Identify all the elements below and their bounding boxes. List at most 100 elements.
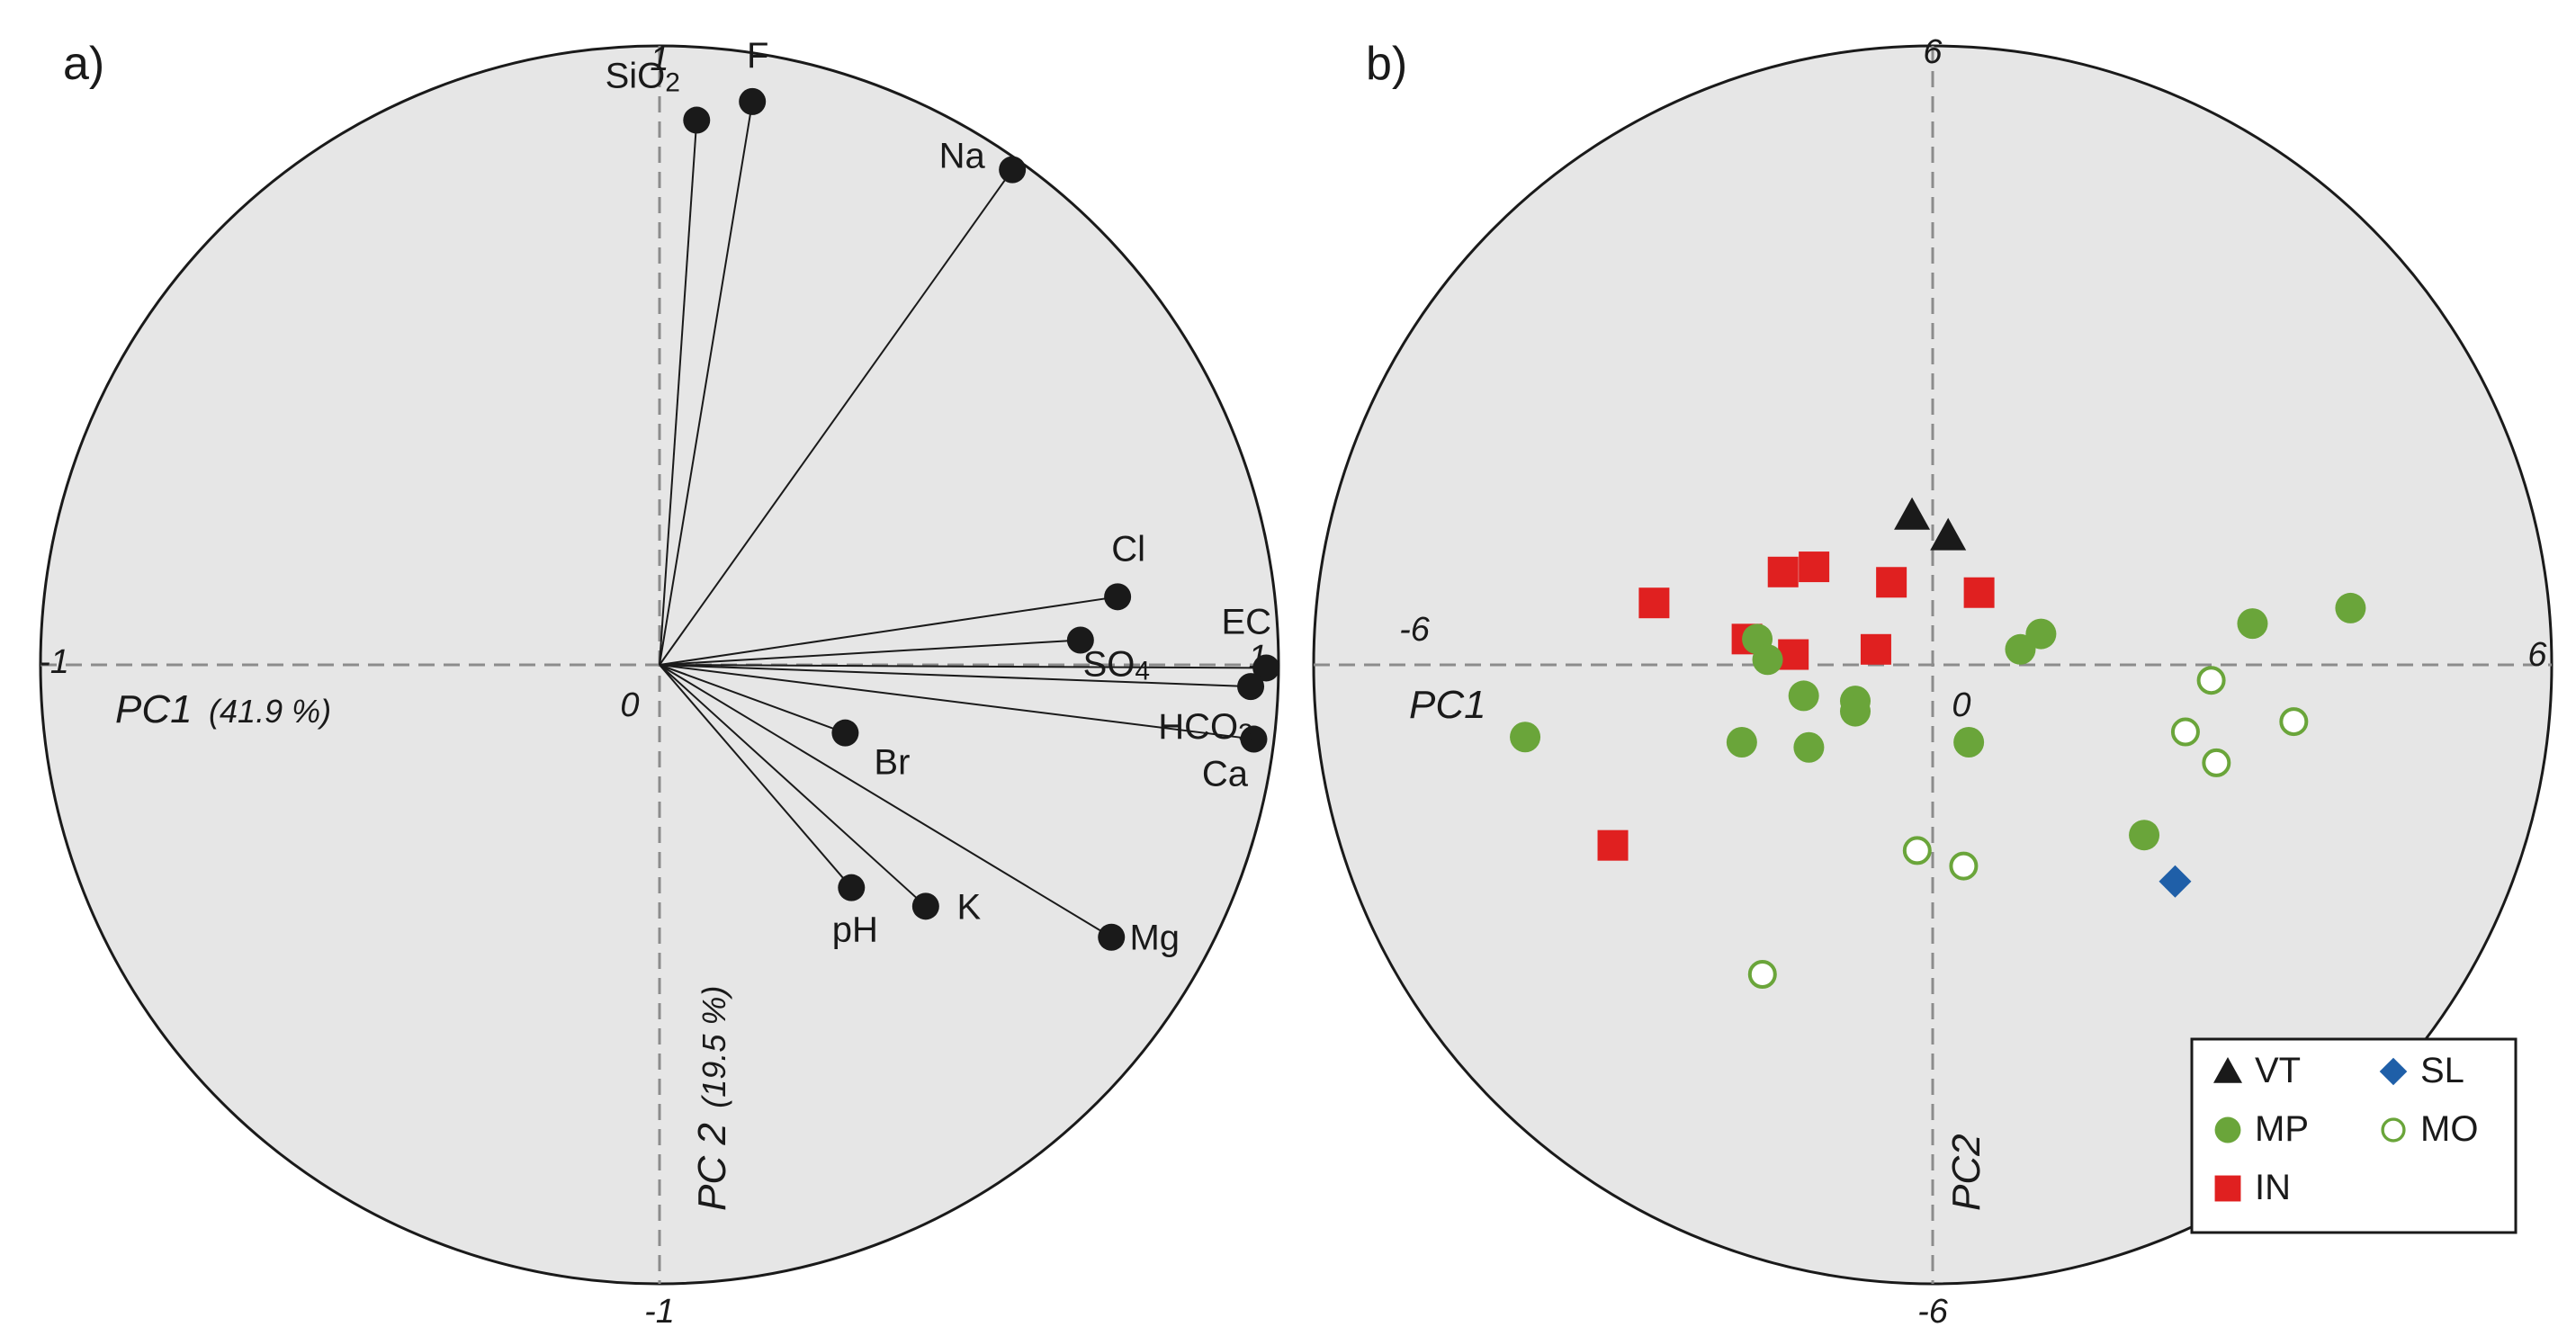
panel-a-letter: a) (63, 38, 104, 90)
panel-a-tick-top: 1 (650, 40, 669, 78)
point-in-2 (1799, 551, 1830, 583)
loading-label-sio2: SiO2 (606, 57, 680, 98)
loading-label-ph: pH (832, 910, 878, 950)
loading-label-so4: SO4 (1083, 644, 1150, 686)
loading-label-k: K (956, 887, 981, 927)
loading-vector-ec (659, 664, 1267, 669)
panel-a-pc2-variance: (19.5 %) (696, 986, 732, 1108)
legend-label-mo: MO (2420, 1109, 2478, 1149)
panel-b-tick-bottom: -6 (1917, 1293, 1949, 1327)
point-mo-7 (1747, 960, 1777, 989)
panel-a-loading-vectors (659, 101, 1267, 938)
legend-label-sl: SL (2420, 1051, 2464, 1090)
panel-a-loading-points (683, 87, 1280, 951)
point-mp-14 (2129, 820, 2160, 851)
loading-point-so4 (1066, 626, 1094, 654)
legend-marker-vt (2213, 1057, 2242, 1083)
loading-vector-hco3 (659, 664, 1252, 688)
panel-a-tick-bottom: -1 (644, 1293, 675, 1327)
point-mp-6 (1752, 644, 1783, 676)
point-mo-1 (2196, 666, 2226, 695)
point-in-8 (1860, 633, 1891, 665)
loading-vector-br (659, 664, 846, 734)
panel-b-tick-right: 6 (2527, 636, 2547, 674)
loading-point-f (739, 87, 767, 115)
series-sl (2159, 865, 2192, 898)
panel-a-pc1-variance: (41.9 %) (209, 693, 331, 730)
point-in-3 (1876, 567, 1907, 598)
point-mo-5 (1902, 836, 1932, 865)
panel-b-scores-plot: b) 6 -6 -6 6 0 PC1 PC2 VT SL MP MO IN (1312, 33, 2554, 1327)
legend-box (2190, 1037, 2518, 1234)
loading-point-br (831, 719, 859, 747)
point-in-7 (1778, 639, 1809, 670)
panel-b-tick-origin: 0 (1952, 686, 1970, 724)
legend-marker-in (2214, 1175, 2241, 1202)
point-mp-11 (1793, 731, 1825, 763)
loading-label-cl: Cl (1111, 529, 1145, 569)
loading-vector-mg (659, 664, 1112, 938)
point-mo-2 (2279, 707, 2309, 737)
panel-a-tick-left: -1 (39, 643, 69, 681)
loading-vector-cl (659, 596, 1118, 666)
loading-point-ca (1240, 725, 1268, 753)
legend-item-mp: MP (2214, 1109, 2309, 1149)
series-mo (1747, 666, 2309, 989)
loading-vector-na (659, 169, 1013, 666)
panel-a-pc1-title: PC1 (115, 687, 193, 731)
point-in-9 (1597, 829, 1629, 861)
legend-item-mo: MO (2381, 1109, 2478, 1149)
loading-label-hco3: HCO3 (1158, 707, 1253, 749)
loading-label-f: F (747, 36, 768, 76)
point-mp-2 (2237, 608, 2268, 640)
loading-point-sio2 (683, 106, 711, 134)
point-mp-4 (2005, 633, 2036, 665)
legend-item-in: IN (2214, 1168, 2291, 1207)
panel-a-tick-right: 1 (1248, 639, 1267, 677)
legend-label-in: IN (2255, 1168, 2291, 1207)
legend-item-vt: VT (2213, 1051, 2301, 1090)
point-mp-10 (1726, 727, 1757, 758)
panel-b-pc2-axis-title: PC2 (1944, 1134, 1988, 1211)
point-in-1 (1767, 556, 1799, 587)
point-mo-3 (2170, 717, 2200, 747)
loading-point-hco3 (1237, 673, 1265, 701)
loading-vector-k (659, 664, 927, 908)
legend-label-mp: MP (2255, 1109, 2309, 1149)
loading-label-na: Na (939, 137, 986, 176)
panel-a-pc2-axis-title: PC 2 (19.5 %) (690, 986, 734, 1211)
loading-point-ec (1252, 654, 1280, 682)
panel-b-pc1-axis-title: PC1 (1409, 683, 1486, 727)
loading-vector-so4 (659, 639, 1081, 666)
panel-b-tick-top: 6 (1923, 33, 1943, 71)
panel-b-tick-left: -6 (1399, 611, 1431, 649)
point-mp-13 (1510, 722, 1541, 753)
loading-vector-ca (659, 664, 1254, 740)
loading-vector-sio2 (659, 120, 698, 666)
loading-label-mg: Mg (1129, 919, 1180, 958)
point-mo-6 (1949, 851, 1979, 881)
loading-label-ec: EC (1221, 602, 1271, 641)
point-mp-9 (1840, 695, 1871, 727)
loading-vector-ph (659, 664, 853, 889)
point-in-4 (1963, 577, 1995, 608)
loading-point-na (999, 156, 1027, 184)
panel-a-pc1-axis-title: PC1 (41.9 %) (115, 687, 331, 731)
loading-label-br: Br (874, 743, 910, 783)
point-in-5 (1638, 587, 1670, 619)
panel-b-letter: b) (1366, 38, 1407, 90)
loading-point-ph (838, 874, 866, 901)
panel-b-legend: VT SL MP MO IN (2190, 1037, 2518, 1234)
legend-marker-mp (2214, 1116, 2241, 1143)
point-mp-7 (1788, 680, 1819, 712)
loading-vector-f (659, 101, 754, 666)
point-sl-1 (2159, 865, 2192, 898)
panel-b-sample-points (1510, 497, 2366, 989)
legend-item-sl: SL (2379, 1051, 2464, 1090)
point-mp-1 (2335, 592, 2366, 623)
legend-marker-mo (2381, 1117, 2406, 1143)
point-mp-12 (1953, 727, 1985, 758)
